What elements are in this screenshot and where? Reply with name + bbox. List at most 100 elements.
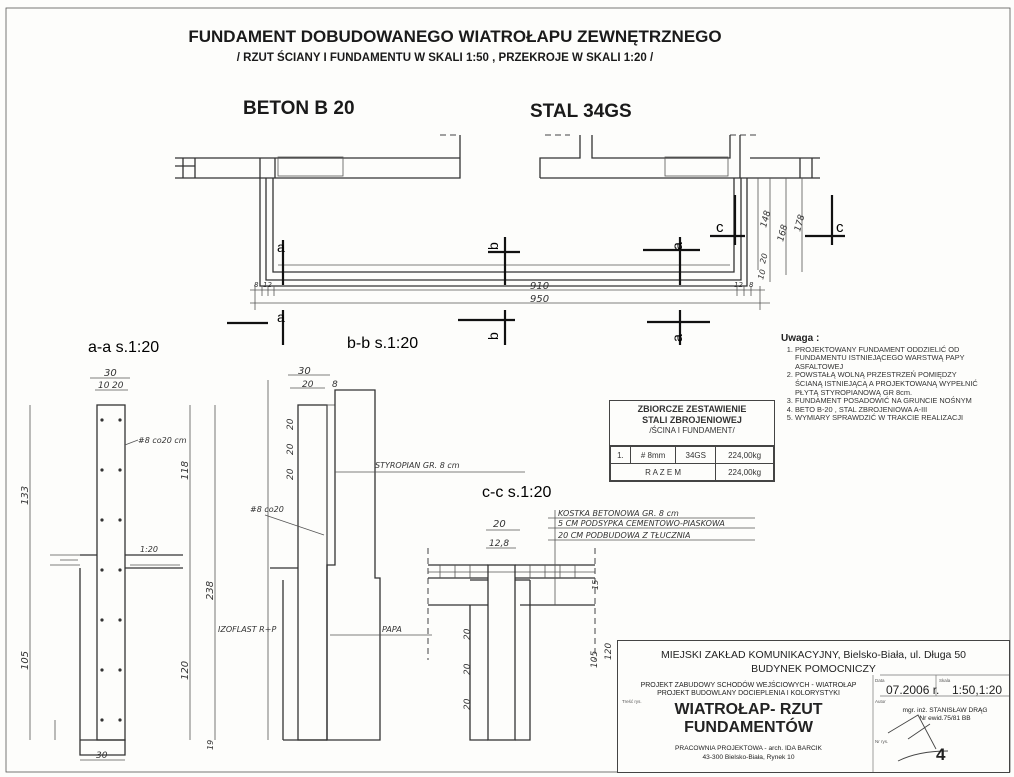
cell-total-label: R A Z E M (609, 463, 717, 481)
note-item: WYMIARY SPRAWDZIĆ W TRAKCIE REALIZACJI (795, 414, 981, 423)
project-line-2: PROJEKT BUDOWLANY DOCIEPLENIA I KOLORYST… (657, 690, 840, 697)
cell-no: 1. (610, 446, 631, 464)
foundation-plan: 910 950 8 12 12 8 10 20 148 168 178 a a … (175, 134, 845, 345)
dim-cc-12-8: 12,8 (489, 539, 509, 549)
dim-950: 950 (530, 294, 549, 305)
dim-168: 168 (776, 223, 790, 242)
office-line-2: 43-300 Bielsko-Biała, Rynek 10 (702, 754, 795, 761)
dim-bb-8: 8 (332, 380, 338, 390)
steel-schedule-table: ZBIORCZE ZESTAWIENIE STALI ZBROJENIOWEJ … (609, 400, 775, 482)
marker-b-bottom: b (485, 332, 501, 340)
notes-heading: Uwaga : (781, 333, 820, 344)
steel-table-title-1: ZBIORCZE ZESTAWIENIE (637, 404, 747, 414)
marker-c-left: c (716, 219, 724, 236)
dim-bb-30: 30 (298, 366, 311, 377)
section-aa: a-a s.1:20 30 10 20 133 118 238 105 120 … (20, 339, 216, 761)
note-item: FUNDAMENT POSADOWIĆ NA GRUNCIE NOŚNYM (795, 397, 981, 406)
dim-cc-120: 120 (604, 643, 614, 660)
drawing-name-1: WIATROŁAP- RZUT (674, 701, 823, 718)
layer-paving: KOSTKA BETONOWA GR. 8 cm (558, 509, 679, 518)
table-row: 1. # 8mm 34GS 224,00kg (610, 446, 774, 464)
signature (872, 674, 1009, 772)
drawing-subtitle: / RZUT ŚCIANY I FUNDAMENTU W SKALI 1:50 … (237, 51, 654, 64)
dim-aa-120: 120 (180, 661, 191, 680)
layer-sand-bedding: 5 CM PODSYPKA CEMENTOWO-PIASKOWA (558, 519, 725, 528)
rebar-aa-label: #8 co20 cm (138, 436, 187, 445)
office-line-1: PRACOWNIA PROJEKTOWA - arch. IDA BARCIK (675, 745, 822, 752)
cell-grade: 34GS (675, 446, 717, 464)
dim-bb-20a: 20 (286, 418, 296, 430)
concrete-class: BETON B 20 (243, 98, 355, 119)
steel-table-title-2: STALI ZBROJENIOWEJ (642, 415, 742, 425)
section-cc: c-c s.1:20 20 12,8 15 20 20 20 105 120 K… (427, 484, 755, 741)
dim-right-a: 12 (734, 281, 743, 289)
marker-a-bottom: a (277, 309, 285, 325)
dim-side-b: 20 (758, 252, 769, 264)
dim-cc-105: 105 (590, 651, 600, 668)
dim-aa-133: 133 (20, 486, 31, 505)
label-type: Treść rys. (622, 699, 642, 704)
layer-gravel-base: 20 CM PODBUDOWA Z TŁUCZNIA (558, 531, 691, 540)
dim-aa-105: 105 (20, 651, 31, 670)
cell-mass: 224,00kg (715, 446, 774, 464)
title-block: MIEJSKI ZAKŁAD KOMUNIKACYJNY, Bielsko-Bi… (617, 640, 1010, 773)
notes-block: Uwaga : PROJEKTOWANY FUNDAMENT ODDZIELIĆ… (781, 333, 981, 423)
cell-total: 224,00kg (715, 463, 774, 481)
izoflast-label: IZOFLAST R+P (218, 625, 276, 634)
label-date: Data (875, 678, 885, 683)
dim-aa-base-30: 30 (96, 751, 108, 761)
dim-aa-19: 19 (206, 740, 215, 750)
marker-a2-top: a (669, 242, 685, 250)
dim-aa-30: 30 (104, 368, 117, 379)
drawing-date: 07.2006 r. (886, 683, 940, 697)
drawing-title: FUNDAMENT DOBUDOWANEGO WIATROŁAPU ZEWNĘT… (188, 27, 721, 46)
section-bb: b-b s.1:20 30 20 8 20 20 20 STYROPIAN GR… (218, 335, 525, 741)
dim-aa-118: 118 (180, 461, 191, 480)
dim-left-b: 12 (263, 281, 272, 289)
dim-cc-20b: 20 (463, 663, 473, 675)
dim-bb-20c: 20 (286, 468, 296, 480)
dim-148: 148 (759, 209, 773, 228)
dim-cc-20c: 20 (463, 698, 473, 710)
marker-a-top: a (277, 239, 285, 255)
section-cc-label: c-c s.1:20 (482, 484, 551, 501)
building-name: BUDYNEK POMOCNICZY (751, 663, 876, 675)
note-item: PROJEKTOWANY FUNDAMENT ODDZIELIĆ OD FUND… (795, 345, 981, 372)
dim-bb-20: 20 (302, 380, 314, 390)
dim-aa-10: 10 (98, 381, 110, 391)
dim-aa-20: 20 (112, 381, 124, 391)
steel-grade: STAL 34GS (530, 101, 632, 122)
dim-cc-15: 15 (591, 580, 600, 590)
rebar-bb-label: #8 co20 (250, 505, 284, 514)
label-author: Autor (875, 699, 886, 704)
dim-aa-depth: 1:20 (140, 545, 158, 554)
dim-bb-20b: 20 (286, 443, 296, 455)
dim-cc-20: 20 (493, 519, 506, 530)
sheet-number: 4 (936, 745, 946, 764)
marker-c-right: c (836, 219, 844, 236)
client-name: MIEJSKI ZAKŁAD KOMUNIKACYJNY, Bielsko-Bi… (661, 649, 966, 661)
dim-cc-20a: 20 (463, 628, 473, 640)
dim-910: 910 (530, 281, 549, 292)
drawing-scale: 1:50,1:20 (952, 683, 1003, 697)
dim-right-b: 8 (749, 281, 754, 289)
marker-a2-bottom: a (669, 334, 685, 342)
dim-aa-238: 238 (205, 581, 216, 600)
dim-left-a: 8 (254, 281, 259, 289)
author-name: mgr. inż. STANISŁAW DRĄG (902, 707, 988, 714)
table-total-row: R A Z E M 224,00kg (609, 463, 774, 481)
sheet-border (5, 7, 1011, 773)
project-line-1: PROJEKT ZABUDOWY SCHODÓW WEJŚCIOWYCH - W… (640, 682, 857, 689)
steel-table-title-3: /ŚCINA I FUNDAMENT/ (649, 426, 735, 435)
author-license: Nr ewid.75/81 BB (919, 715, 971, 722)
note-item: POWSTAŁĄ WOLNĄ PRZESTRZEŃ POMIĘDZY ŚCIAN… (795, 371, 981, 397)
note-item: BETO B-20 , STAL ZBROJENIOWA A-III (795, 405, 981, 415)
styrofoam-label: STYROPIAN GR. 8 cm (375, 461, 460, 470)
papa-label: PAPA (382, 625, 402, 634)
section-aa-label: a-a s.1:20 (88, 339, 159, 356)
marker-b-top: b (485, 242, 501, 250)
label-scale: Skala (939, 678, 951, 683)
section-bb-label: b-b s.1:20 (347, 335, 418, 352)
dim-178: 178 (793, 213, 807, 232)
